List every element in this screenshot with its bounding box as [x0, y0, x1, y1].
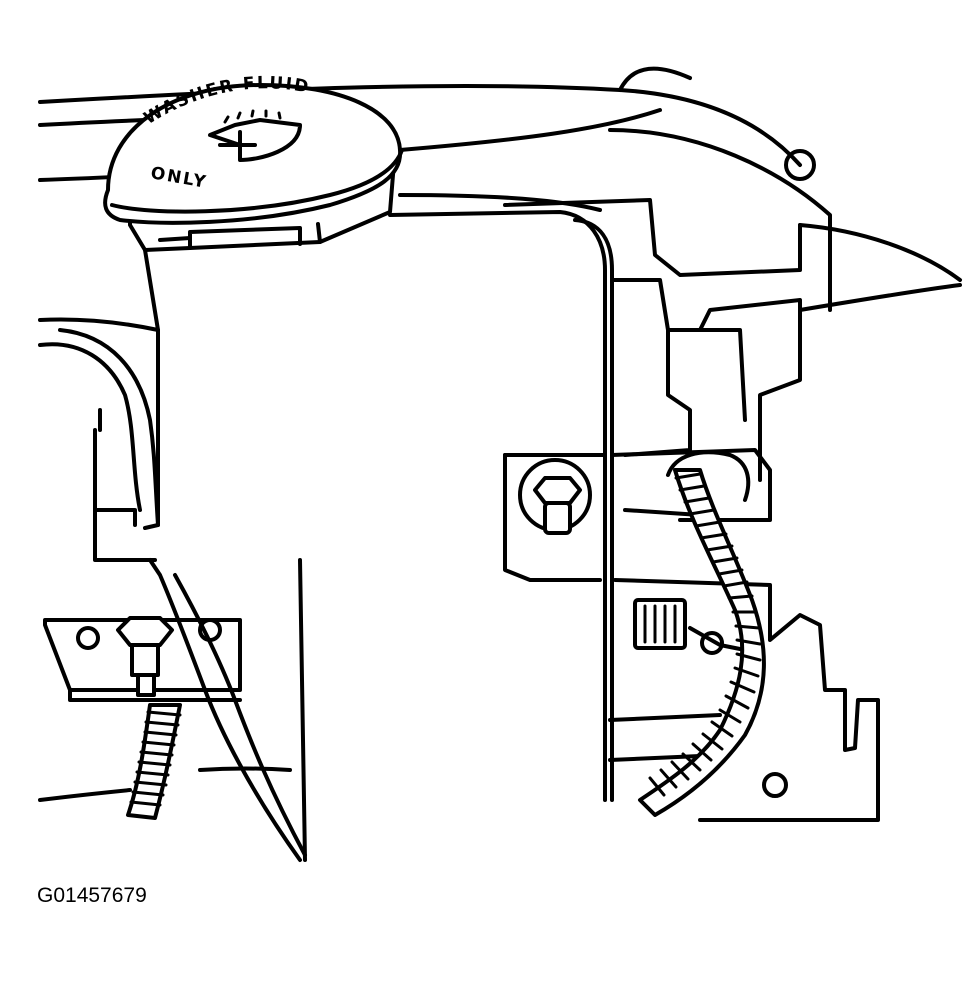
mounting-hole: [784, 149, 816, 181]
left-hose-and-bracket: [38, 317, 307, 862]
right-coiled-hose: [638, 450, 766, 817]
reservoir-mounting-bolt: [518, 458, 592, 535]
left-mounting-plate: [43, 616, 242, 702]
figure-id-label: G01457679: [37, 884, 147, 907]
left-coiled-cable: [38, 703, 292, 820]
washer-reservoir: [143, 210, 607, 802]
washer-fluid-cap: WASHER FLUID ONLY: [103, 73, 404, 252]
connector-plug: [633, 598, 687, 650]
